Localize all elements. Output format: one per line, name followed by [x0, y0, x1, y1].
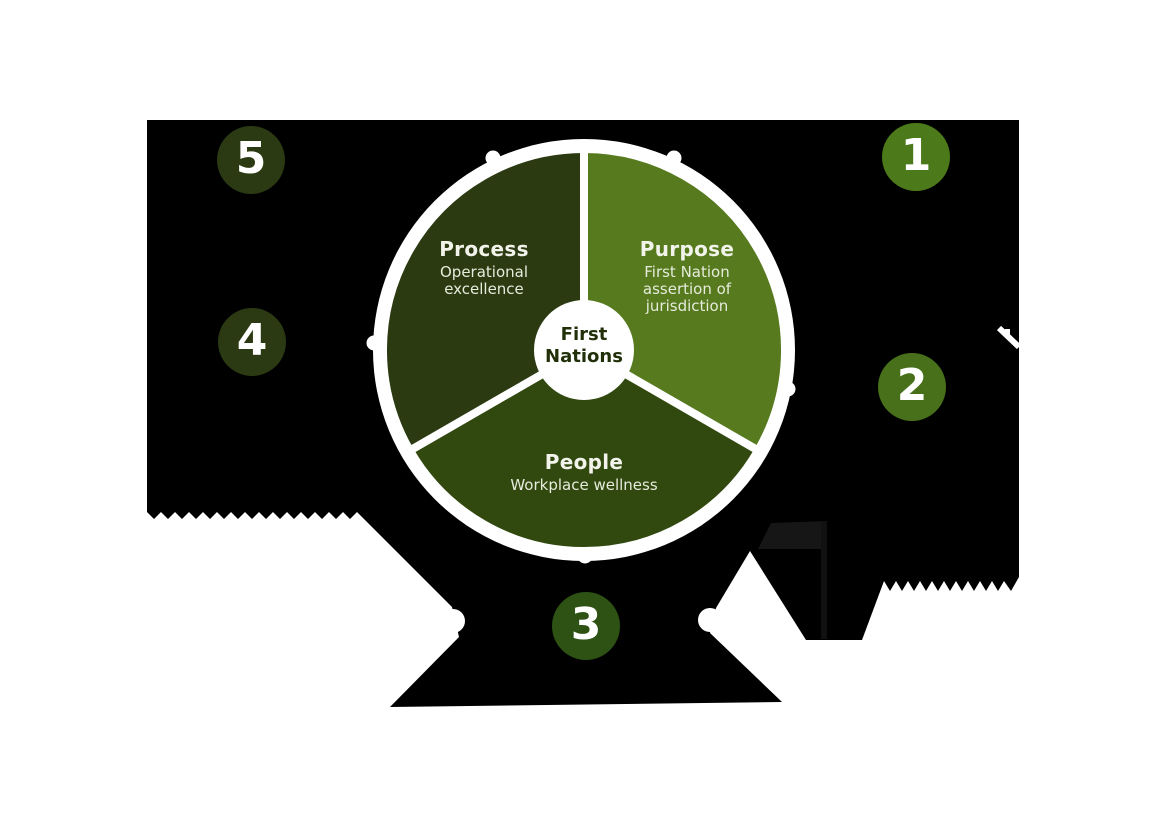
- connector-dot-4: [366, 335, 382, 351]
- segment-description: Operational excellence: [439, 263, 528, 298]
- step-badge-1: 1: [882, 123, 950, 191]
- segment-label-people: People Workplace wellness: [474, 450, 694, 494]
- wedge-dot-left: [441, 609, 465, 633]
- step-badge-2: 2: [878, 353, 946, 421]
- segment-title: Purpose: [639, 237, 735, 261]
- connector-dot-2: [780, 381, 796, 397]
- edge-notch-step: [1005, 329, 1010, 334]
- segment-title: Process: [439, 237, 529, 261]
- step-badge-5: 5: [217, 126, 285, 194]
- flag-pole: [821, 521, 827, 639]
- hub-label: First Nations: [545, 324, 623, 367]
- segment-process: [378, 145, 588, 455]
- hub-circle: [534, 300, 634, 400]
- segment-description: First Nation assertion of jurisdiction: [642, 263, 732, 315]
- step-badge-4: 4: [218, 308, 286, 376]
- edge-notch-mark: [996, 325, 1022, 350]
- connector-dot-1: [666, 150, 682, 166]
- segment-title: People: [544, 450, 624, 474]
- connector-dot-3: [577, 548, 593, 564]
- flag-icon: [758, 521, 827, 549]
- connector-dot-5: [485, 150, 501, 166]
- segment-label-process: Process Operational excellence: [399, 237, 569, 298]
- wedge-dot-right: [698, 608, 722, 632]
- segment-description: Workplace wellness: [510, 476, 658, 494]
- step-badge-3: 3: [552, 592, 620, 660]
- segment-label-purpose: Purpose First Nation assertion of jurisd…: [602, 237, 772, 315]
